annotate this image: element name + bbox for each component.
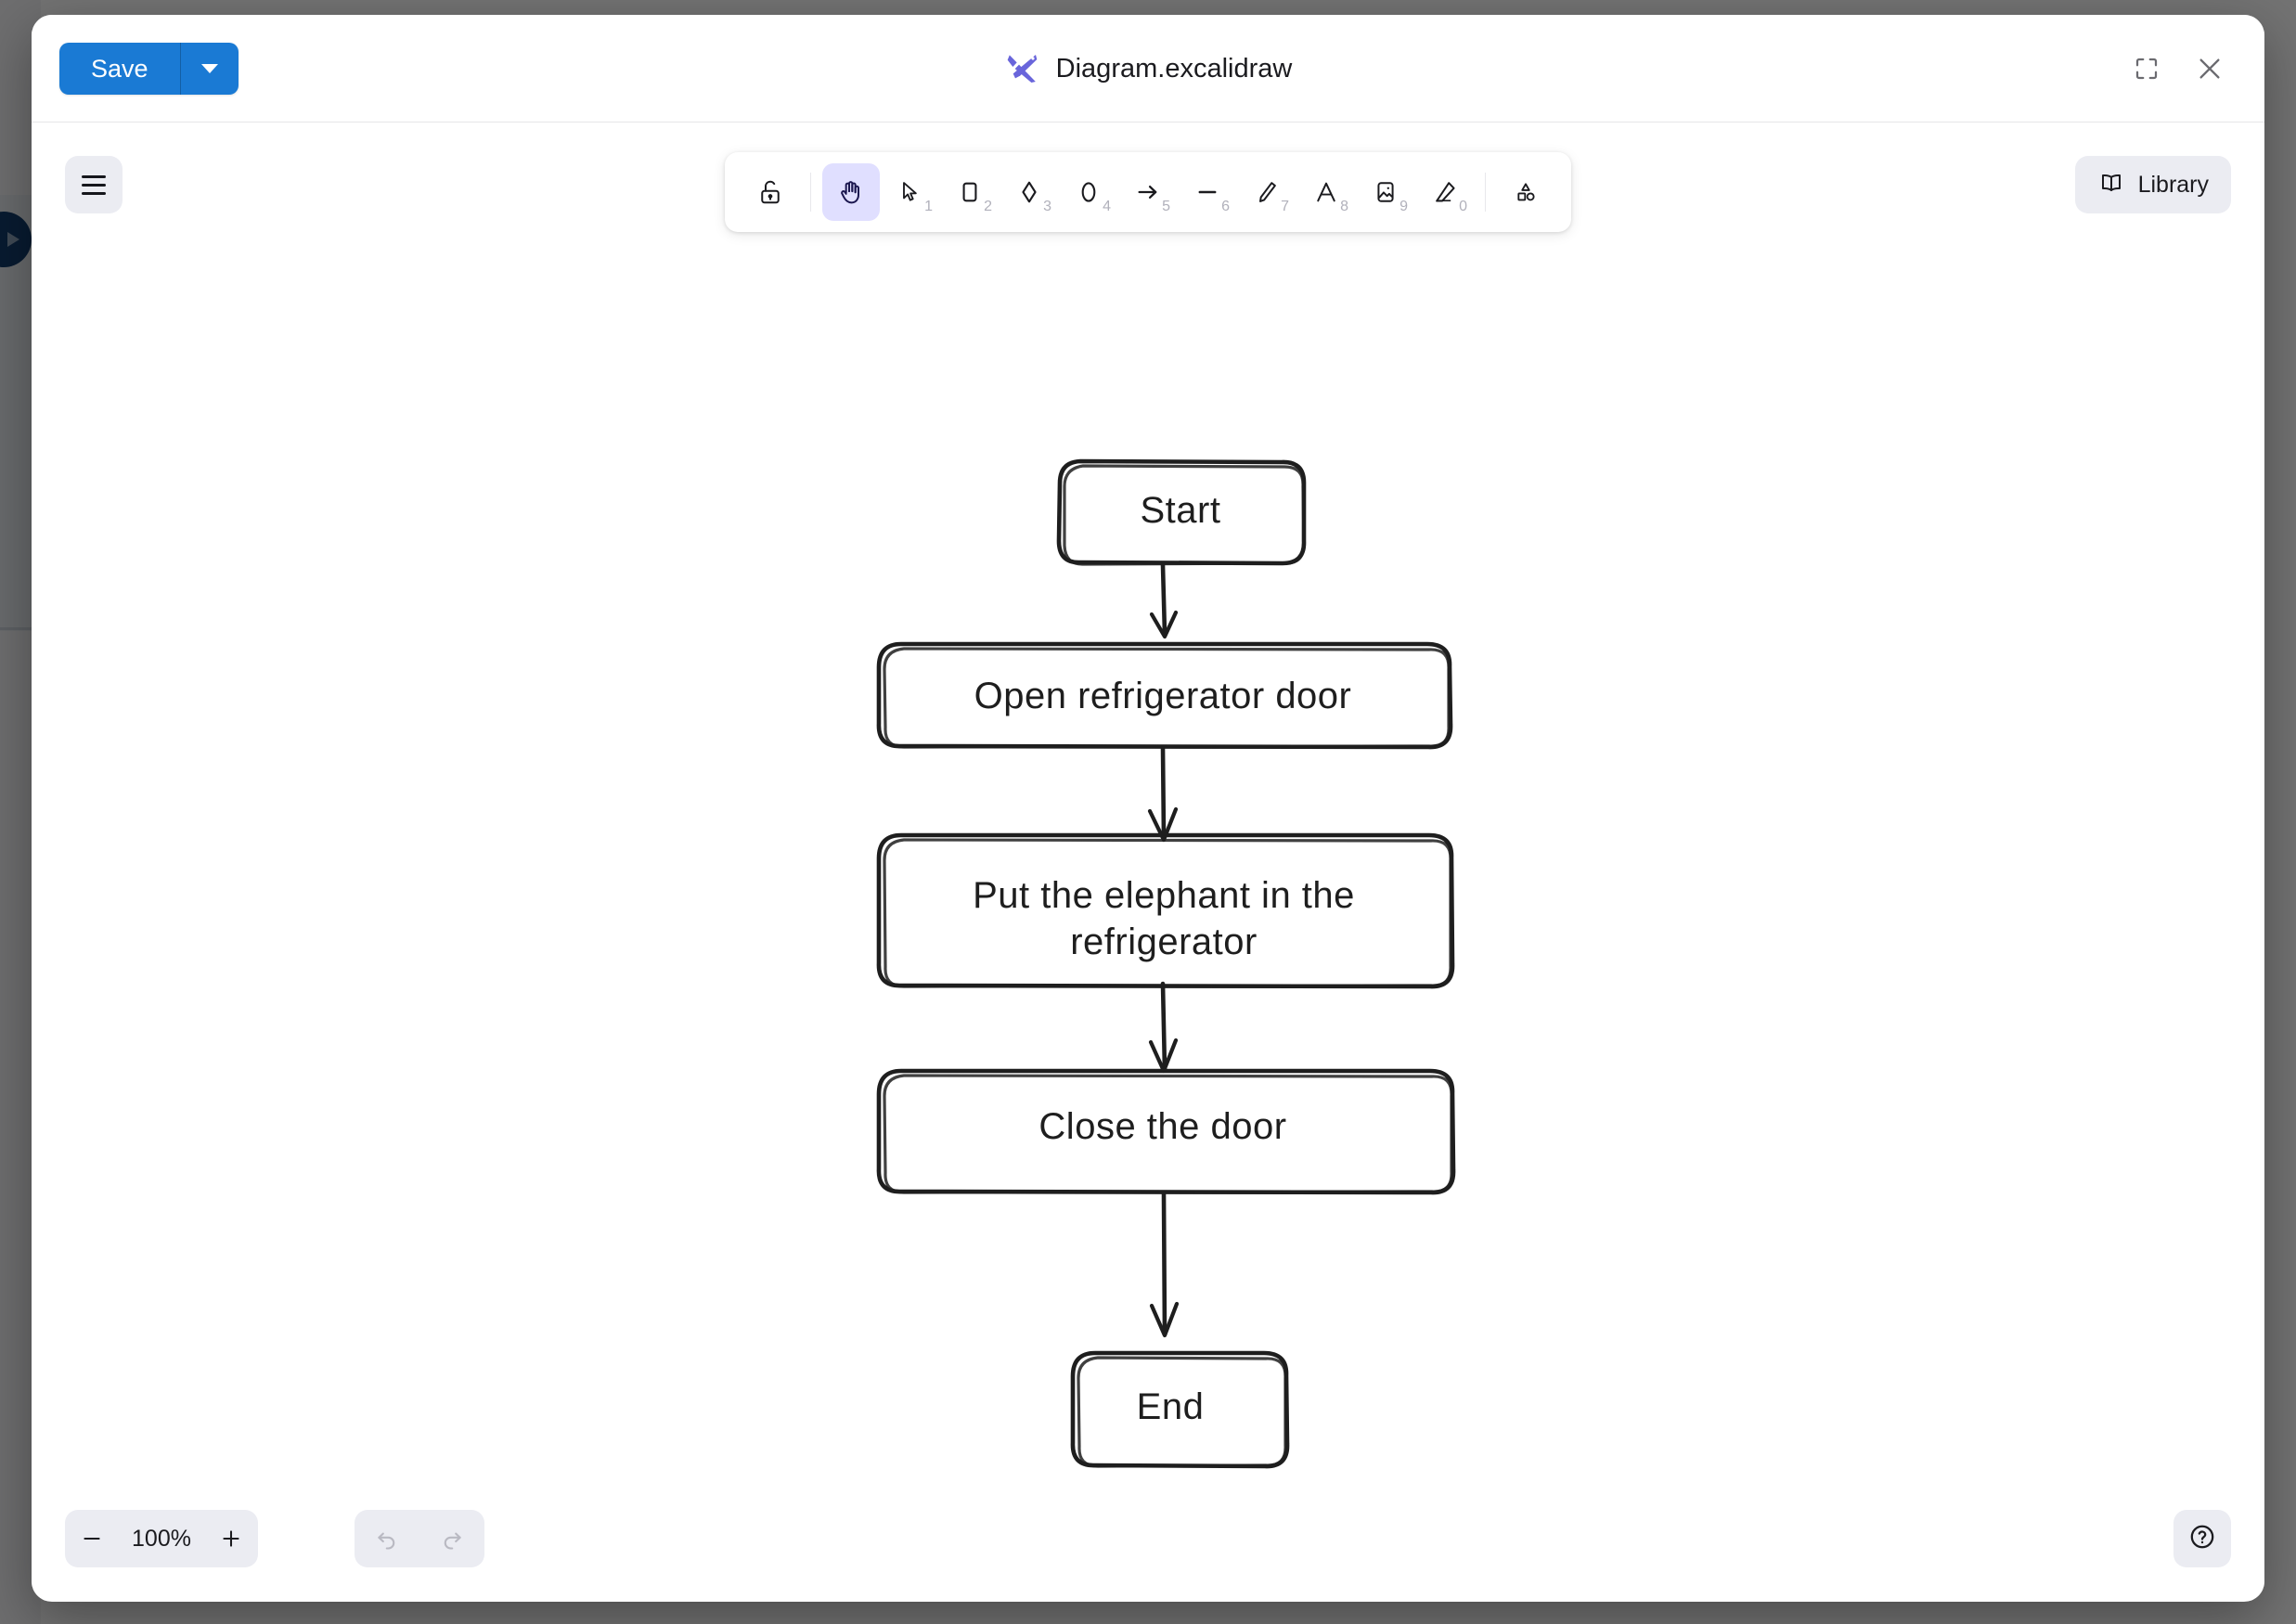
zoom-level-value[interactable]: 100% xyxy=(132,1525,191,1552)
history-controls xyxy=(355,1510,484,1567)
flow-node-open-door xyxy=(876,641,1453,750)
save-button-divider xyxy=(179,43,181,95)
close-button[interactable] xyxy=(2183,42,2237,96)
help-button[interactable] xyxy=(2173,1510,2231,1567)
flow-edge-3 xyxy=(1148,981,1179,1074)
window-controls xyxy=(2120,15,2237,122)
hamburger-menu-icon[interactable] xyxy=(65,156,123,213)
tool-more-shapes[interactable] xyxy=(1497,163,1554,221)
modal-title-area: Diagram.excalidraw xyxy=(32,15,2264,122)
zoom-out-button[interactable] xyxy=(65,1510,119,1567)
save-dropdown-button[interactable] xyxy=(181,43,239,95)
flow-edge-1 xyxy=(1149,562,1179,639)
tool-lock[interactable] xyxy=(742,163,799,221)
flow-edge-4 xyxy=(1149,1191,1180,1338)
menu-line-3 xyxy=(82,191,106,195)
fullscreen-button[interactable] xyxy=(2120,42,2173,96)
flow-node-start xyxy=(1056,458,1307,566)
page-title: Diagram.excalidraw xyxy=(1055,53,1293,84)
save-button[interactable]: Save xyxy=(91,54,148,83)
menu-line-2 xyxy=(82,183,106,187)
toolbar-separator-2 xyxy=(1485,173,1486,212)
excalidraw-logo-icon xyxy=(1004,50,1041,87)
excalidraw-modal-window: Save Diagram.excalidraw xyxy=(32,15,2264,1602)
save-button-group[interactable]: Save xyxy=(59,43,239,95)
flow-node-put-elephant xyxy=(876,832,1455,989)
flow-edge-2 xyxy=(1147,744,1179,843)
redo-button[interactable] xyxy=(419,1510,484,1567)
tool-island: 1 2 3 4 xyxy=(725,152,1571,232)
zoom-controls: 100% xyxy=(65,1510,258,1567)
library-button[interactable]: Library xyxy=(2074,156,2231,213)
undo-button[interactable] xyxy=(355,1510,419,1567)
toolbar-separator-1 xyxy=(810,173,811,212)
zoom-in-button[interactable] xyxy=(204,1510,258,1567)
drawing-canvas[interactable]: 1 2 3 4 xyxy=(32,122,2264,1601)
library-label: Library xyxy=(2137,171,2209,198)
flow-node-end xyxy=(1070,1350,1290,1469)
chevron-down-icon xyxy=(200,64,218,73)
book-icon xyxy=(2097,169,2125,201)
flow-node-close-door xyxy=(876,1068,1456,1195)
tool-hand[interactable] xyxy=(822,163,880,221)
help-circle-icon xyxy=(2187,1522,2217,1556)
menu-line-1 xyxy=(82,174,106,178)
modal-titlebar: Save Diagram.excalidraw xyxy=(32,15,2264,122)
flowchart-drawing[interactable] xyxy=(32,122,2264,1601)
